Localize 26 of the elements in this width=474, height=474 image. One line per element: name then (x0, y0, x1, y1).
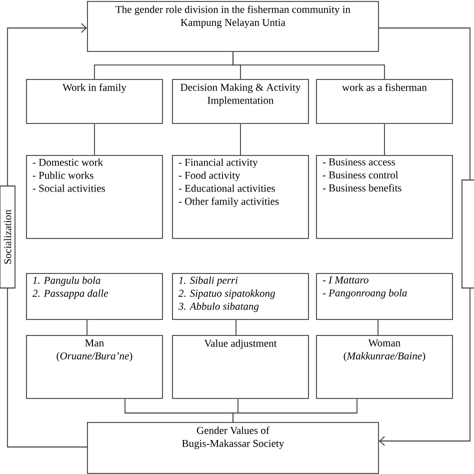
list-box: - Financial activity - Food activity - Educational activities - Other family activities (172, 155, 309, 239)
connector (86, 319, 88, 336)
connector (240, 123, 241, 156)
term-box: 1. Sibali perri 2. Sipatuo sipatokkong 3. Abbulo sibatang (172, 273, 309, 320)
category-box: Decision Making & Activity Implementation (172, 79, 309, 124)
category-box: Work in family (26, 79, 163, 124)
connector (7, 23, 87, 186)
connector (94, 123, 95, 156)
title-box: The gender role division in the fisherman community in Kampung Nelayan Untia (87, 1, 379, 52)
connector (384, 123, 385, 156)
connector (378, 28, 470, 180)
list-box: - Domestic work - Public works - Social activities (26, 155, 163, 239)
list-box: - Business access - Business control - Business benefits (316, 155, 453, 239)
connector (232, 398, 358, 422)
result-box: Man (Oruane/Bura’ne) (26, 335, 163, 399)
connector (378, 288, 470, 446)
term-box: 1. Pangulu bola 2. Passappa dalle (26, 273, 163, 320)
connector (7, 288, 88, 448)
values-box: Gender Values of Bugis-Makassar Society (87, 422, 379, 474)
result-box: Value adjustment (172, 335, 309, 399)
result-box: Woman (Makkunrae/Baine) (316, 335, 453, 399)
side-box: Socialization (0, 186, 16, 288)
connector (232, 51, 385, 80)
category-box: work as a fisherman (316, 79, 453, 124)
term-box: - I Mattaro - Pangonroang bola (316, 273, 453, 320)
side-box (462, 180, 474, 288)
